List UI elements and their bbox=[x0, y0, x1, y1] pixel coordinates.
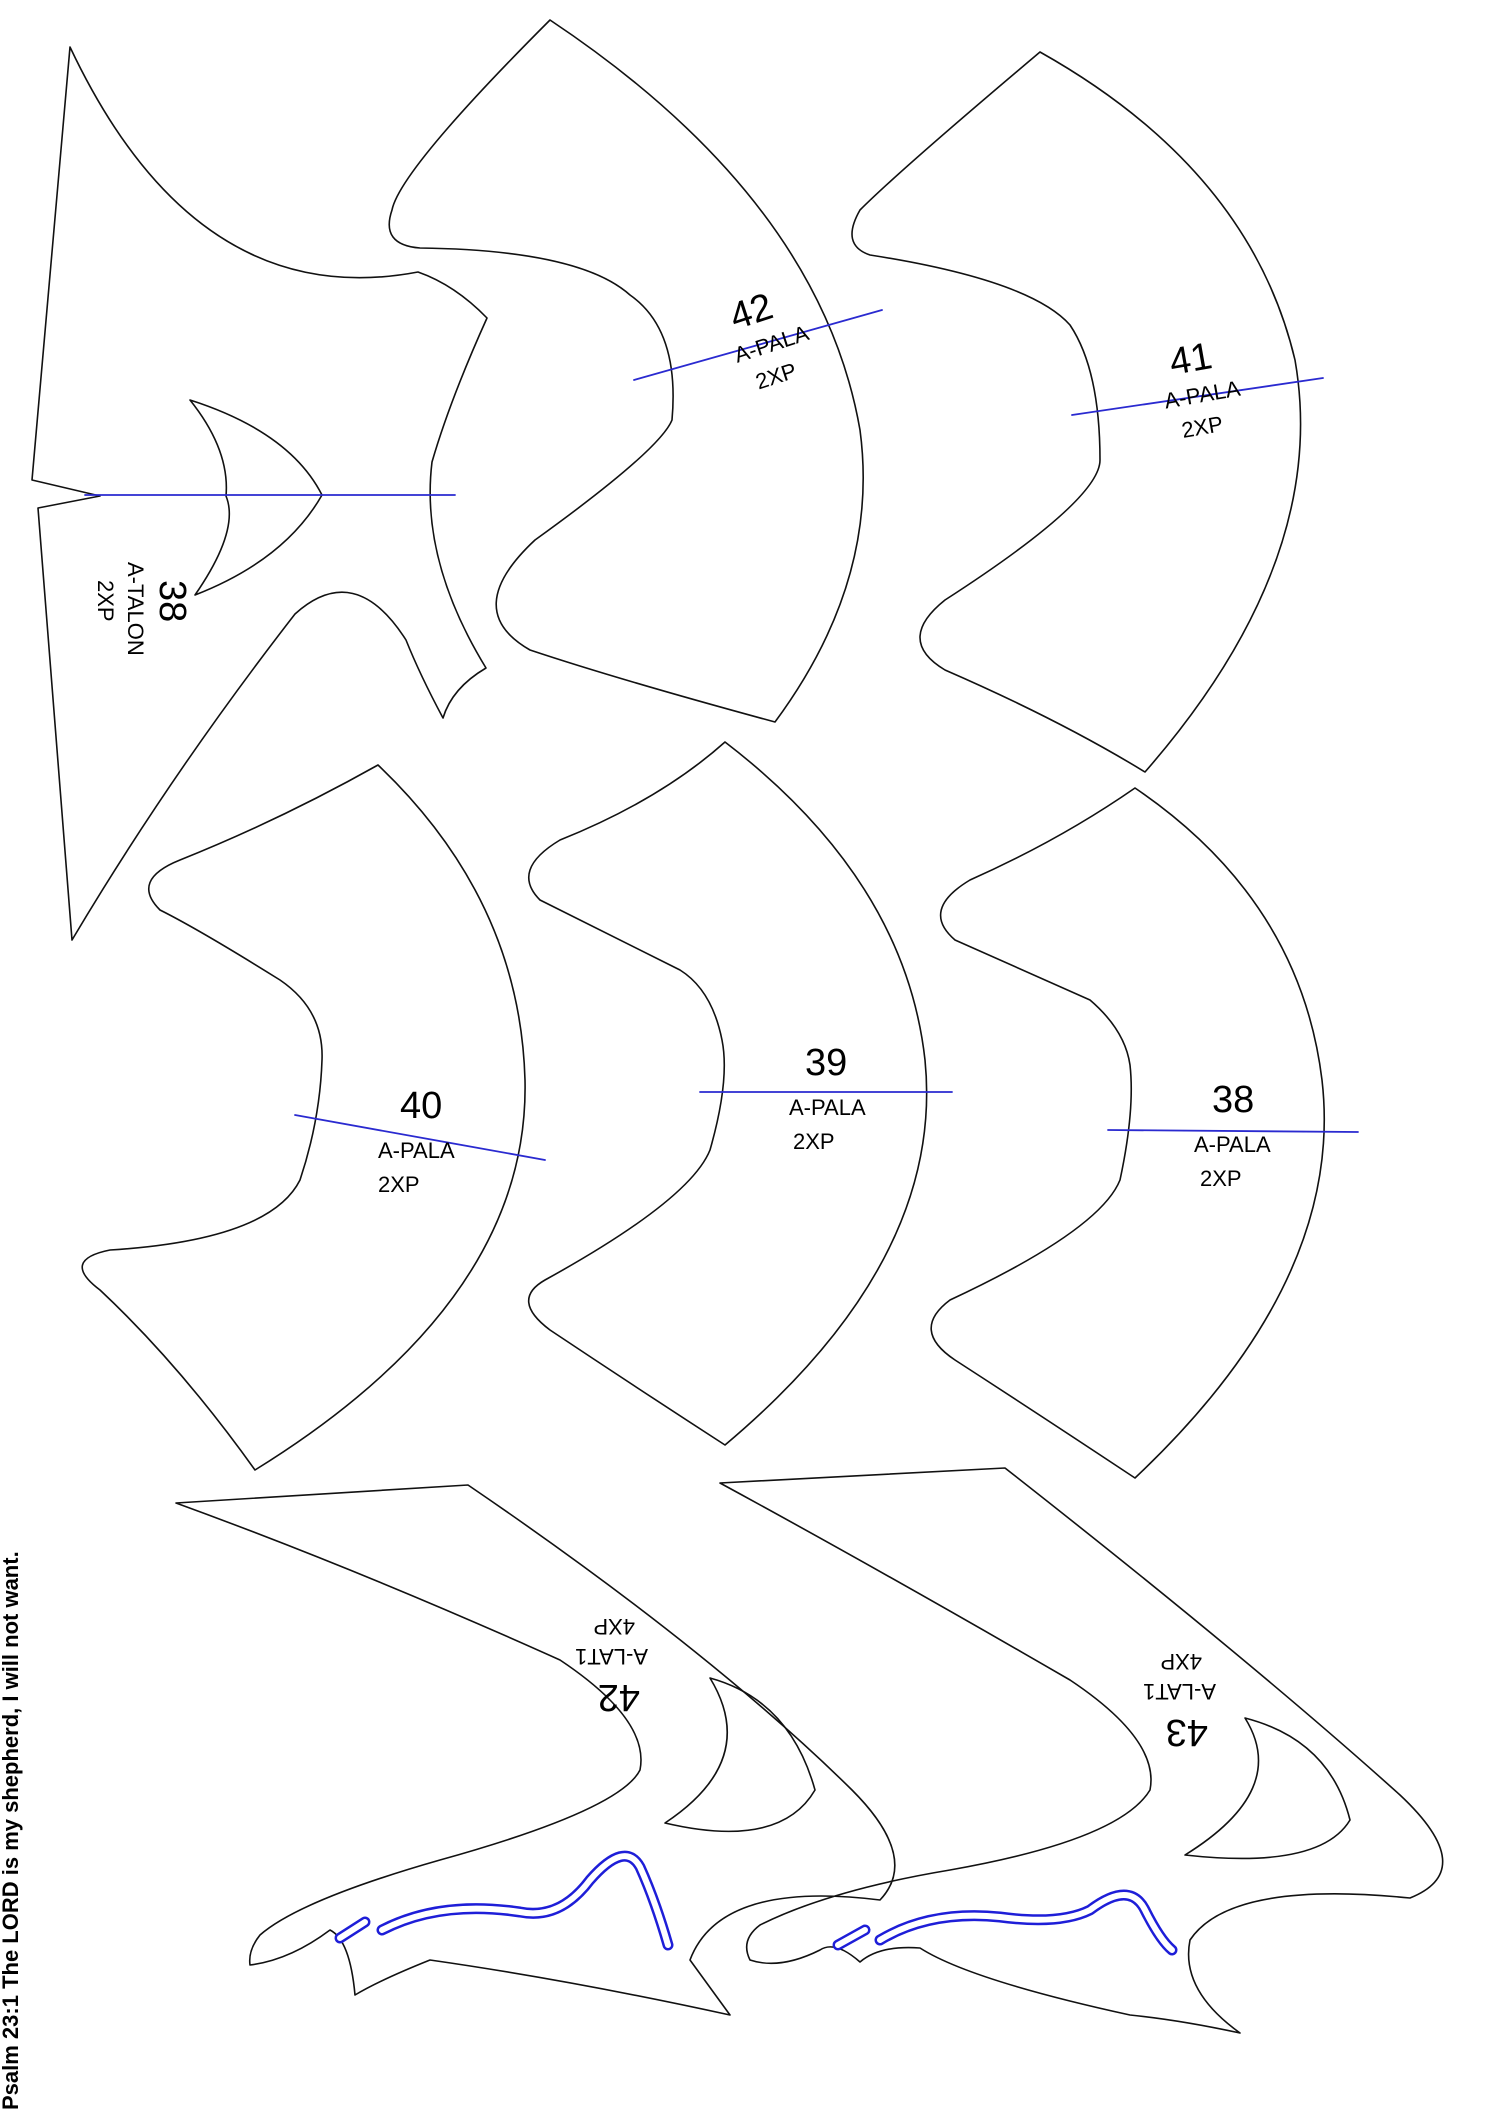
piece-outline bbox=[388, 19, 864, 723]
piece-pala-38: 38 A-PALA 2XP bbox=[930, 787, 1359, 1479]
piece-code: A-PALA bbox=[1194, 1132, 1271, 1157]
piece-pala-42: 42 A-PALA 2XP bbox=[388, 19, 883, 723]
piece-cutout bbox=[189, 399, 323, 596]
piece-number: 38 bbox=[1212, 1079, 1254, 1121]
piece-talon-38: 38 A-TALON 2XP bbox=[31, 46, 488, 941]
piece-number: 38 bbox=[151, 580, 193, 622]
piece-cutout bbox=[664, 1677, 816, 1833]
piece-quantity: 2XP bbox=[93, 580, 118, 622]
piece-quantity: 4XP bbox=[1160, 1649, 1202, 1674]
piece-code: A-LAT1 bbox=[575, 1644, 648, 1669]
piece-code: A-PALA bbox=[378, 1138, 455, 1163]
grainline bbox=[1071, 377, 1324, 416]
piece-number: 41 bbox=[1166, 335, 1215, 384]
piece-lat1-43: 43 A-LAT1 4XP bbox=[719, 1467, 1444, 2034]
piece-outline bbox=[719, 1467, 1444, 2034]
piece-outline bbox=[31, 46, 488, 941]
piece-quantity: 2XP bbox=[752, 358, 799, 395]
piece-pala-41: 41 A-PALA 2XP bbox=[851, 51, 1324, 773]
piece-number: 42 bbox=[598, 1676, 640, 1718]
piece-outline bbox=[81, 764, 526, 1471]
piece-number: 43 bbox=[1166, 1711, 1208, 1753]
piece-quantity: 2XP bbox=[1200, 1166, 1242, 1191]
piece-pala-40: 40 A-PALA 2XP bbox=[81, 764, 546, 1471]
footer-verse: Psalm 23:1 The LORD is my shepherd, I wi… bbox=[0, 1551, 23, 2110]
piece-outline bbox=[930, 787, 1326, 1479]
grainline bbox=[633, 309, 883, 381]
piece-quantity: 2XP bbox=[793, 1129, 835, 1154]
piece-lat1-42: 42 A-LAT1 4XP bbox=[175, 1484, 896, 2016]
piece-outline bbox=[527, 741, 928, 1446]
piece-quantity: 4XP bbox=[593, 1614, 635, 1639]
piece-number: 40 bbox=[400, 1085, 442, 1127]
piece-quantity: 2XP bbox=[1180, 411, 1225, 443]
piece-quantity: 2XP bbox=[378, 1172, 420, 1197]
piece-pala-39: 39 A-PALA 2XP bbox=[527, 741, 953, 1446]
piece-code: A-TALON bbox=[123, 562, 148, 656]
piece-code: A-LAT1 bbox=[1143, 1679, 1216, 1704]
piece-code: A-PALA bbox=[789, 1095, 866, 1120]
grainline bbox=[1107, 1129, 1359, 1133]
piece-outline bbox=[851, 51, 1302, 773]
piece-cutout bbox=[1184, 1717, 1351, 1860]
slot-long bbox=[376, 1850, 674, 1951]
piece-outline bbox=[175, 1484, 896, 2016]
piece-number: 39 bbox=[805, 1042, 847, 1084]
grainline bbox=[294, 1114, 546, 1161]
